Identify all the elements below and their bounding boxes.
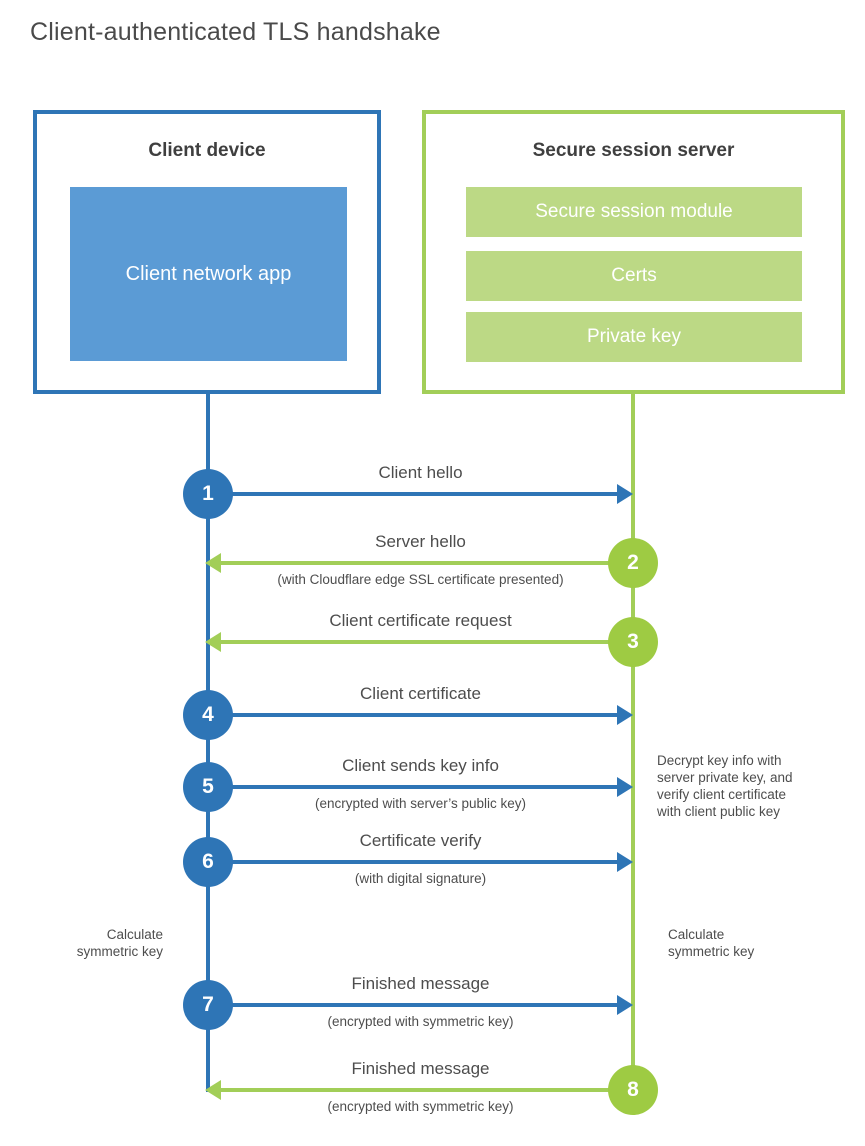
step-sublabel: (encrypted with server’s public key) [314, 796, 527, 811]
arrow-head-icon [205, 632, 221, 652]
arrow-shaft [208, 713, 618, 717]
step-sublabel: (encrypted with symmetric key) [327, 1099, 514, 1114]
arrow-shaft [208, 860, 618, 864]
step-sublabel: (encrypted with symmetric key) [327, 1014, 514, 1029]
arrow-head-icon [617, 995, 633, 1015]
calculate-symmetric-key-note-client: Calculate symmetric key [76, 927, 163, 959]
client-device-box: Client device Client network app [33, 110, 381, 394]
arrow-shaft [221, 561, 633, 565]
step-number-badge: 6 [183, 837, 233, 887]
page-title: Client-authenticated TLS handshake [30, 18, 441, 46]
step-label: Client sends key info [342, 756, 499, 775]
secure-session-server-box: Secure session server Secure session mod… [422, 110, 845, 394]
secure-session-server-title: Secure session server [532, 140, 735, 161]
client-lifeline [206, 390, 210, 1092]
step-label: Client certificate request [329, 611, 512, 630]
server-module-certs: Certs [466, 251, 802, 301]
arrow-shaft [208, 785, 618, 789]
server-lifeline [631, 390, 635, 1092]
step-label: Client hello [378, 463, 463, 482]
step-number-badge: 7 [183, 980, 233, 1030]
step-number-badge: 2 [608, 538, 658, 588]
step-number-badge: 1 [183, 469, 233, 519]
step-sublabel: (with Cloudflare edge SSL certificate pr… [277, 572, 564, 587]
step-number-badge: 8 [608, 1065, 658, 1115]
step-label: Certificate verify [359, 831, 482, 850]
client-device-title: Client device [148, 140, 266, 161]
arrow-head-icon [617, 484, 633, 504]
step-number-badge: 3 [608, 617, 658, 667]
step-label: Client certificate [360, 684, 481, 703]
arrow-head-icon [617, 777, 633, 797]
step-number-badge: 4 [183, 690, 233, 740]
calculate-symmetric-key-note-server: Calculate symmetric key [668, 927, 755, 959]
step-label: Server hello [375, 532, 466, 551]
server-module-private-key: Private key [466, 312, 802, 362]
client-network-app-label: Client network app [125, 263, 292, 285]
step-label: Finished message [351, 974, 490, 993]
decrypt-key-info-note: Decrypt key info with server private key… [657, 753, 793, 819]
step-number-badge: 5 [183, 762, 233, 812]
arrow-shaft [208, 492, 618, 496]
step-label: Finished message [351, 1059, 490, 1078]
arrow-head-icon [205, 553, 221, 573]
client-network-app-box: Client network app [70, 187, 347, 361]
arrow-head-icon [617, 705, 633, 725]
arrow-shaft [221, 1088, 633, 1092]
arrow-shaft [208, 1003, 618, 1007]
arrow-head-icon [205, 1080, 221, 1100]
step-sublabel: (with digital signature) [354, 871, 487, 886]
server-module-secure-session: Secure session module [466, 187, 802, 237]
arrow-head-icon [617, 852, 633, 872]
arrow-shaft [221, 640, 633, 644]
